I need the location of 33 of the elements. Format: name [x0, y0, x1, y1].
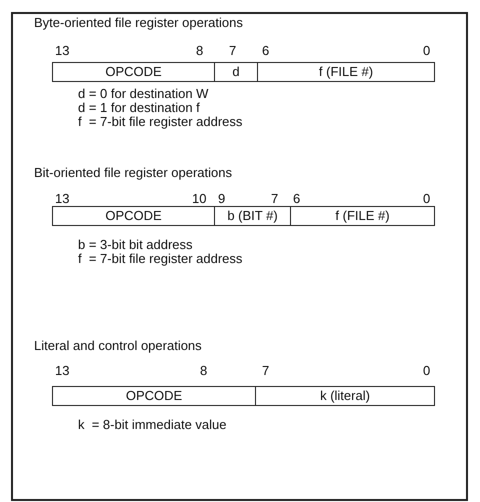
text-label: d = 1 for destination f	[78, 101, 200, 115]
bit-number: 0	[423, 44, 430, 58]
text-label: k = 8-bit immediate value	[78, 418, 226, 432]
bit-field-cell: OPCODE	[52, 386, 256, 406]
bit-number: 10	[192, 192, 206, 206]
bit-number: 7	[229, 44, 236, 58]
bit-field-cell: b (BIT #)	[214, 206, 291, 226]
bit-field-cell: OPCODE	[52, 62, 215, 82]
bit-number: 7	[271, 192, 278, 206]
bit-number: 8	[200, 364, 208, 378]
text-label: Literal and control operations	[34, 339, 202, 353]
bit-field-cell: f (FILE #)	[257, 62, 435, 82]
bit-field-cell: k (literal)	[255, 386, 435, 406]
bit-number: 9	[218, 192, 226, 206]
text-label: d = 0 for destination W	[78, 87, 208, 101]
text-label: f = 7-bit file register address	[78, 115, 242, 129]
bit-number: 13	[55, 192, 70, 206]
bit-field-cell: OPCODE	[52, 206, 215, 226]
text-label: b = 3-bit bit address	[78, 238, 193, 252]
text-label: Byte-oriented file register operations	[34, 16, 243, 30]
bit-number: 0	[423, 192, 430, 206]
bit-field-cell: f (FILE #)	[290, 206, 435, 226]
bit-number: 0	[423, 364, 430, 378]
bit-field-cell: d	[214, 62, 258, 82]
frame-border	[11, 12, 468, 501]
bit-number: 13	[55, 364, 70, 378]
bit-number: 8	[196, 44, 204, 58]
bit-number: 6	[293, 192, 300, 206]
bit-number: 13	[55, 44, 70, 58]
bit-number: 7	[262, 364, 270, 378]
text-label: f = 7-bit file register address	[78, 252, 242, 266]
bit-number: 6	[262, 44, 270, 58]
text-label: Bit-oriented file register operations	[34, 166, 232, 180]
